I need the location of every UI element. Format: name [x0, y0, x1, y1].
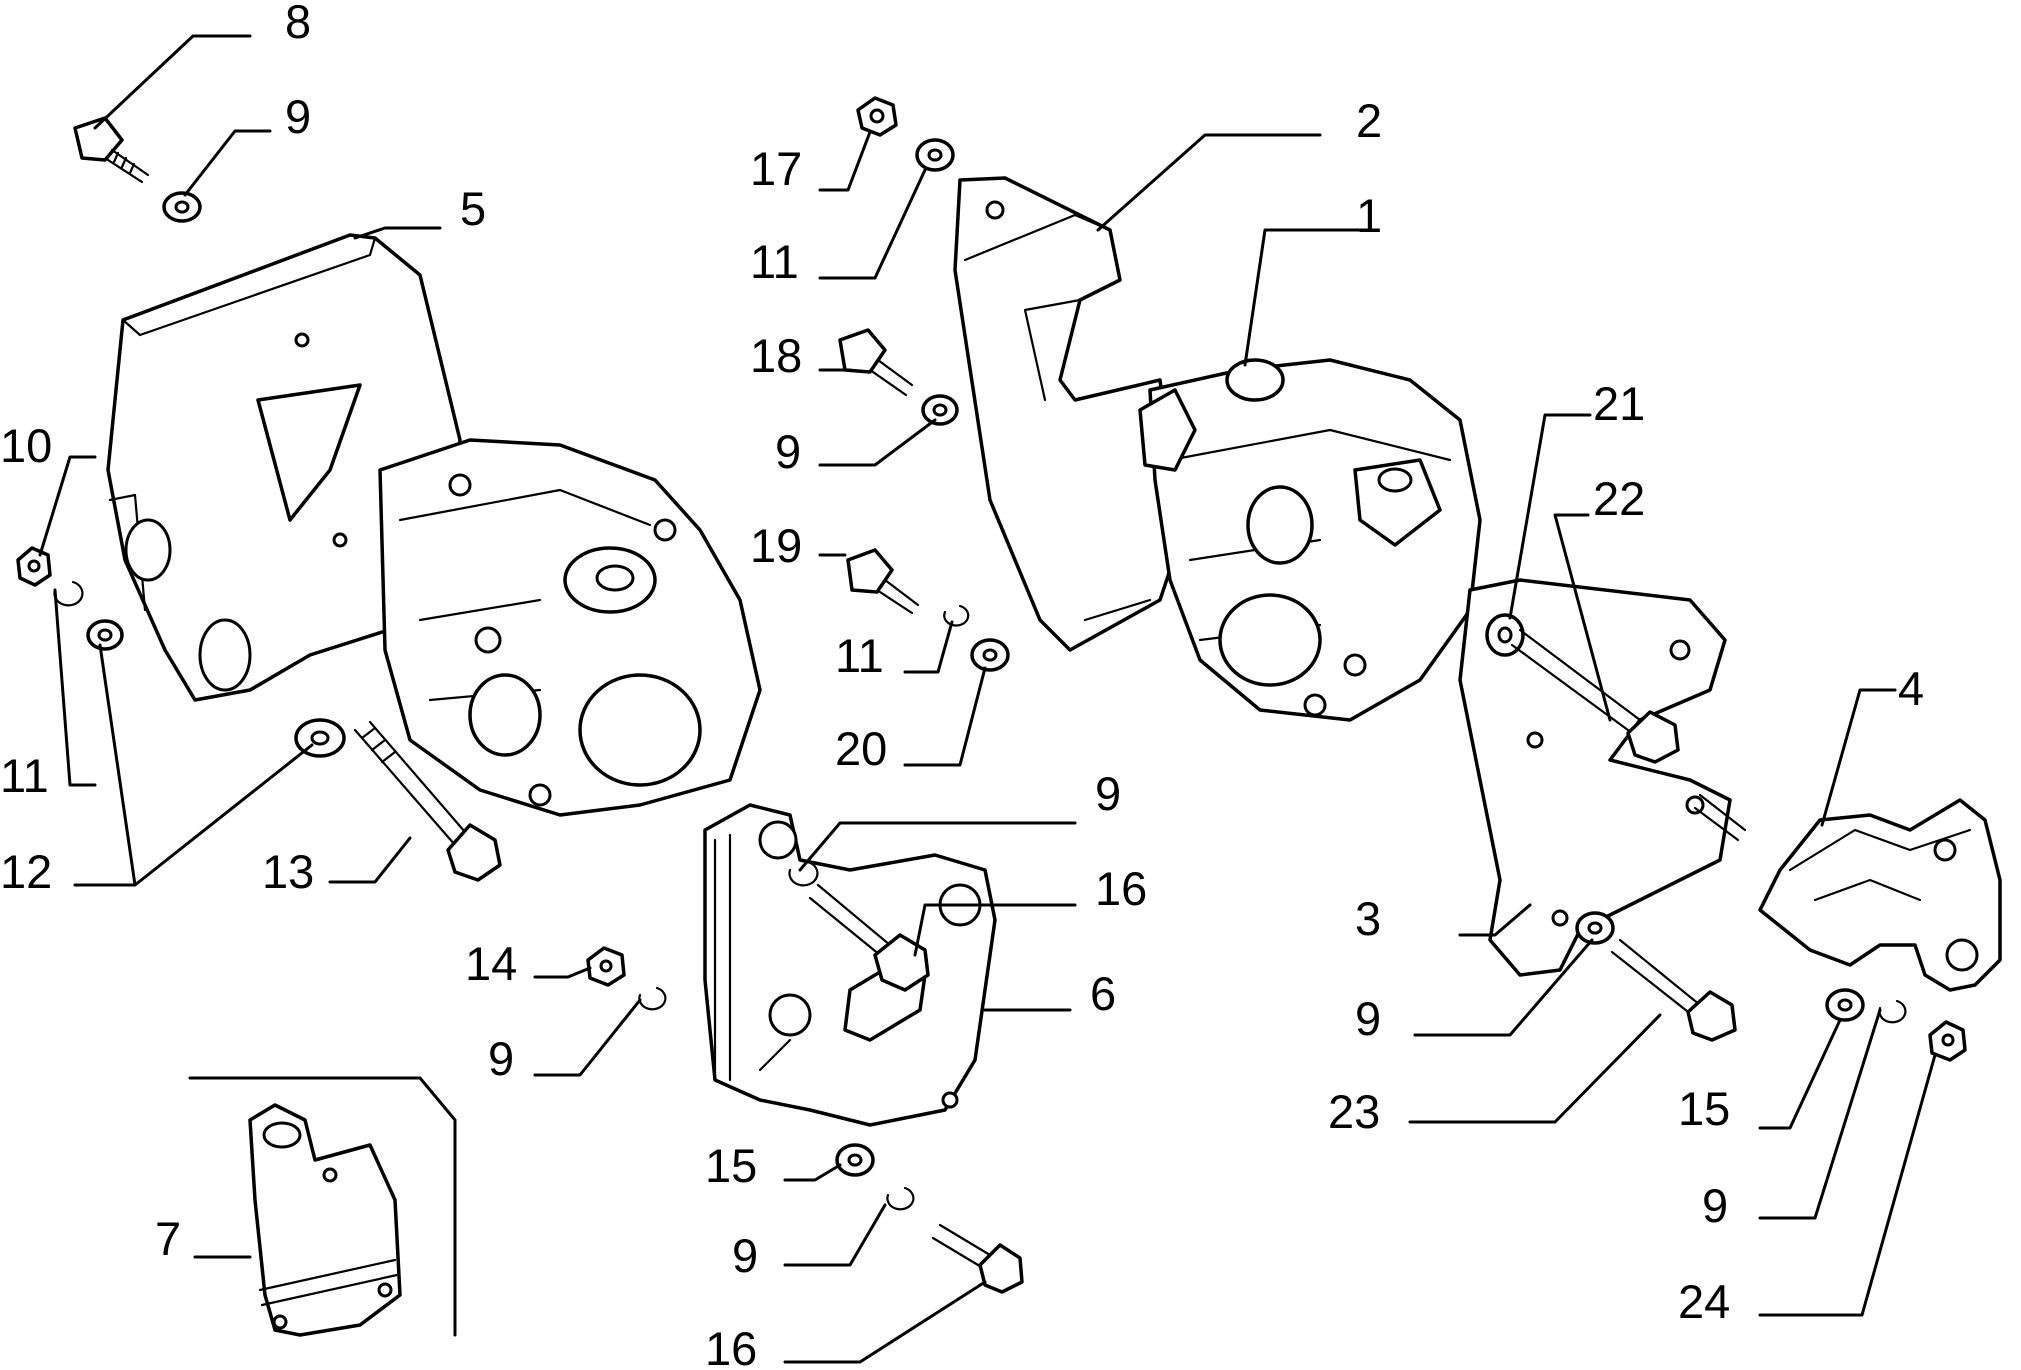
callout-1: 1	[1356, 189, 1382, 242]
callout-15: 15	[1678, 1082, 1730, 1135]
callout-10: 10	[0, 419, 52, 472]
callout-20: 20	[835, 722, 887, 775]
callout-4: 4	[1898, 662, 1924, 715]
callout-2: 2	[1356, 94, 1382, 147]
callout-labels: 8 9 5 10 11 12 13 17 11 18 9 19 11 20 2 …	[0, 0, 1924, 1370]
callout-9: 9	[1355, 992, 1381, 1045]
callout-11: 11	[750, 235, 799, 288]
callout-9: 9	[285, 90, 311, 143]
pump-body-left	[378, 438, 762, 817]
callout-23: 23	[1328, 1085, 1380, 1138]
callout-9: 9	[1095, 767, 1121, 820]
leader-lines	[38, 34, 1937, 1364]
callout-11: 11	[835, 629, 884, 682]
callout-9: 9	[775, 425, 801, 478]
callout-6: 6	[1090, 967, 1116, 1020]
callout-9: 9	[488, 1032, 514, 1085]
part-1-pump	[1138, 358, 1482, 722]
callout-21: 21	[1593, 377, 1645, 430]
callout-3: 3	[1355, 892, 1381, 945]
callout-9: 9	[732, 1229, 758, 1282]
callout-24: 24	[1678, 1275, 1730, 1328]
callout-14: 14	[465, 937, 517, 990]
part-3-bracket	[1458, 578, 1732, 977]
callout-7: 7	[155, 1212, 181, 1265]
part-5-pump-cover	[106, 233, 462, 702]
callout-19: 19	[750, 519, 802, 572]
callout-11: 11	[0, 749, 49, 802]
callout-15: 15	[705, 1139, 757, 1192]
callout-12: 12	[0, 845, 52, 898]
callout-17: 17	[750, 142, 802, 195]
part-6-plate	[703, 803, 997, 1127]
callout-9: 9	[1702, 1179, 1728, 1232]
callout-13: 13	[262, 845, 314, 898]
part-7-small-bracket	[248, 1103, 402, 1337]
callout-18: 18	[750, 329, 802, 382]
callout-8: 8	[285, 0, 311, 48]
part-4-clamp	[1758, 798, 2002, 992]
callout-5: 5	[460, 182, 486, 235]
callout-22: 22	[1593, 472, 1645, 525]
frame-line	[188, 1076, 457, 1337]
part-2-bracket	[953, 176, 1182, 652]
fasteners	[16, 96, 1967, 1294]
callout-16: 16	[705, 1322, 757, 1370]
callout-16: 16	[1095, 862, 1147, 915]
